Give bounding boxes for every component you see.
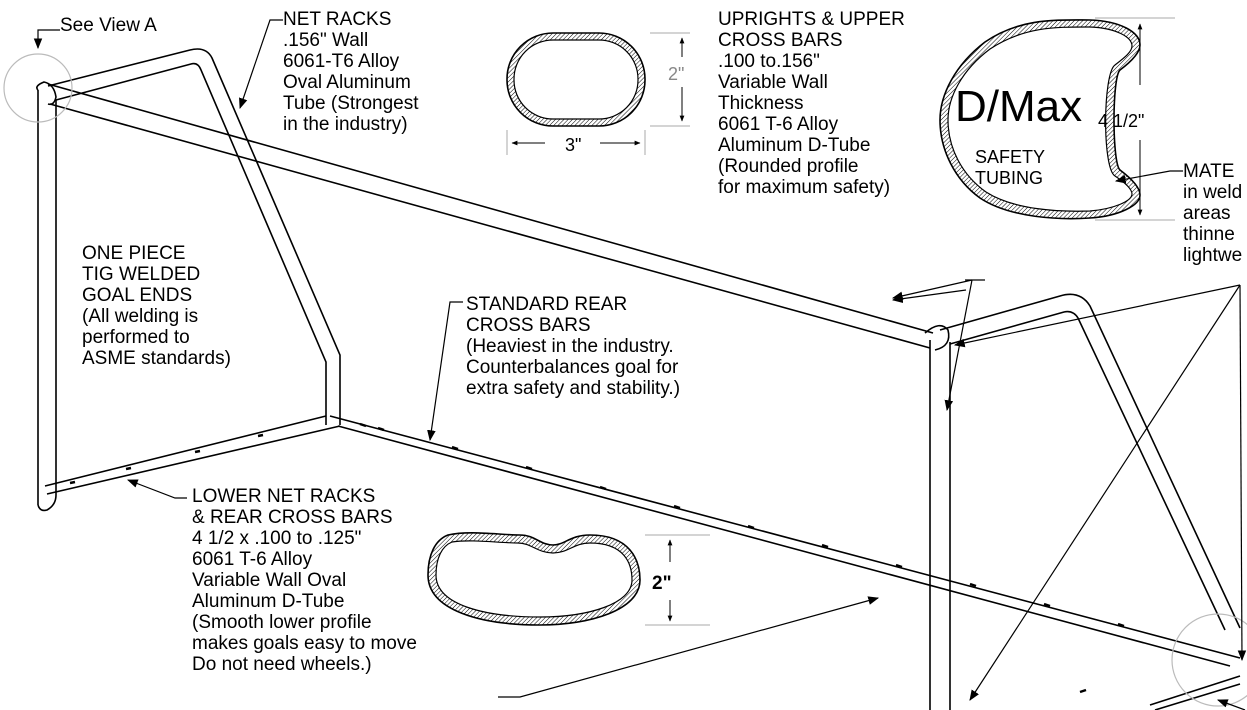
material-label: MATE in weld areas thinne lightwe: [1183, 161, 1242, 266]
goal-frame: [36, 48, 1241, 710]
lower-racks-label: LOWER NET RACKS & REAR CROSS BARS 4 1/2 …: [192, 486, 417, 675]
lower-racks-line: LOWER NET RACKS: [192, 486, 376, 507]
net-racks-line: Tube (Strongest: [283, 93, 419, 114]
material-line: areas: [1183, 203, 1231, 224]
dmax-line2: TUBING: [975, 168, 1043, 188]
material-line: in weld: [1183, 182, 1243, 203]
oval-width-dim: 3": [565, 135, 581, 155]
d-tube-section: [939, 17, 1175, 221]
net-racks-line: 6061-T6 Alloy: [283, 51, 400, 72]
goal-ends-label: ONE PIECE TIG WELDED GOAL ENDS (All weld…: [82, 243, 231, 369]
net-racks-line: .156" Wall: [283, 30, 369, 51]
material-line: thinne: [1183, 224, 1235, 245]
oval-height-dim: 2": [668, 64, 684, 84]
rear-cross-label: STANDARD REAR CROSS BARS (Heaviest in th…: [466, 294, 680, 399]
dtube-height-dim: 4 1/2": [1098, 111, 1144, 131]
lower-racks-line: & REAR CROSS BARS: [192, 507, 393, 528]
uprights-line: for maximum safety): [718, 177, 891, 198]
net-racks-line: in the industry): [283, 114, 408, 135]
lower-racks-line: Do not need wheels.): [192, 654, 372, 675]
rivets: [69, 422, 1125, 694]
rear-cross-line: extra safety and stability.): [466, 378, 681, 399]
uprights-line: UPRIGHTS & UPPER: [718, 9, 905, 30]
uprights-line: Thickness: [718, 93, 804, 114]
lower-tube-section: [427, 531, 710, 626]
lower-racks-line: 4 1/2 x .100 to .125": [192, 528, 362, 549]
lower-racks-line: 6061 T-6 Alloy: [192, 549, 313, 570]
rear-cross-line: (Heaviest in the industry.: [466, 336, 674, 357]
net-racks-line: Oval Aluminum: [283, 72, 411, 93]
see-view-label: See View A: [60, 15, 157, 36]
dmax-brand: D/Max: [955, 82, 1082, 131]
rear-cross-line: CROSS BARS: [466, 315, 591, 336]
uprights-line: Aluminum D-Tube: [718, 135, 871, 156]
uprights-line: Variable Wall: [718, 72, 828, 93]
goal-ends-line: (All welding is: [82, 306, 199, 327]
goal-ends-line: GOAL ENDS: [82, 285, 193, 306]
view-a-circle: [3, 53, 73, 123]
dmax-line1: SAFETY: [975, 147, 1045, 167]
rear-cross-line: Counterbalances goal for: [466, 357, 679, 378]
uprights-line: .100 to.156": [718, 51, 820, 72]
uprights-label: UPRIGHTS & UPPER CROSS BARS .100 to.156"…: [718, 9, 905, 198]
lower-racks-line: makes goals easy to move: [192, 633, 417, 654]
material-line: MATE: [1183, 161, 1235, 182]
uprights-line: 6061 T-6 Alloy: [718, 114, 839, 135]
goal-ends-line: ONE PIECE: [82, 243, 186, 264]
goal-ends-line: ASME standards): [82, 348, 231, 369]
lower-racks-line: Variable Wall Oval: [192, 570, 347, 591]
goal-ends-line: performed to: [82, 327, 190, 348]
lower-height-dim: 2": [652, 573, 672, 594]
oval-tube-section: [506, 32, 690, 155]
material-line: lightwe: [1183, 245, 1243, 266]
net-racks-line: NET RACKS: [283, 9, 392, 30]
lower-racks-line: (Smooth lower profile: [192, 612, 372, 633]
uprights-line: CROSS BARS: [718, 30, 843, 51]
leader-lines: [33, 19, 1247, 710]
uprights-line: (Rounded profile: [718, 156, 859, 177]
rear-cross-line: STANDARD REAR: [466, 294, 628, 315]
lower-racks-line: Aluminum D-Tube: [192, 591, 345, 612]
goal-ends-line: TIG WELDED: [82, 264, 201, 285]
net-racks-label: NET RACKS .156" Wall 6061-T6 Alloy Oval …: [283, 9, 419, 135]
